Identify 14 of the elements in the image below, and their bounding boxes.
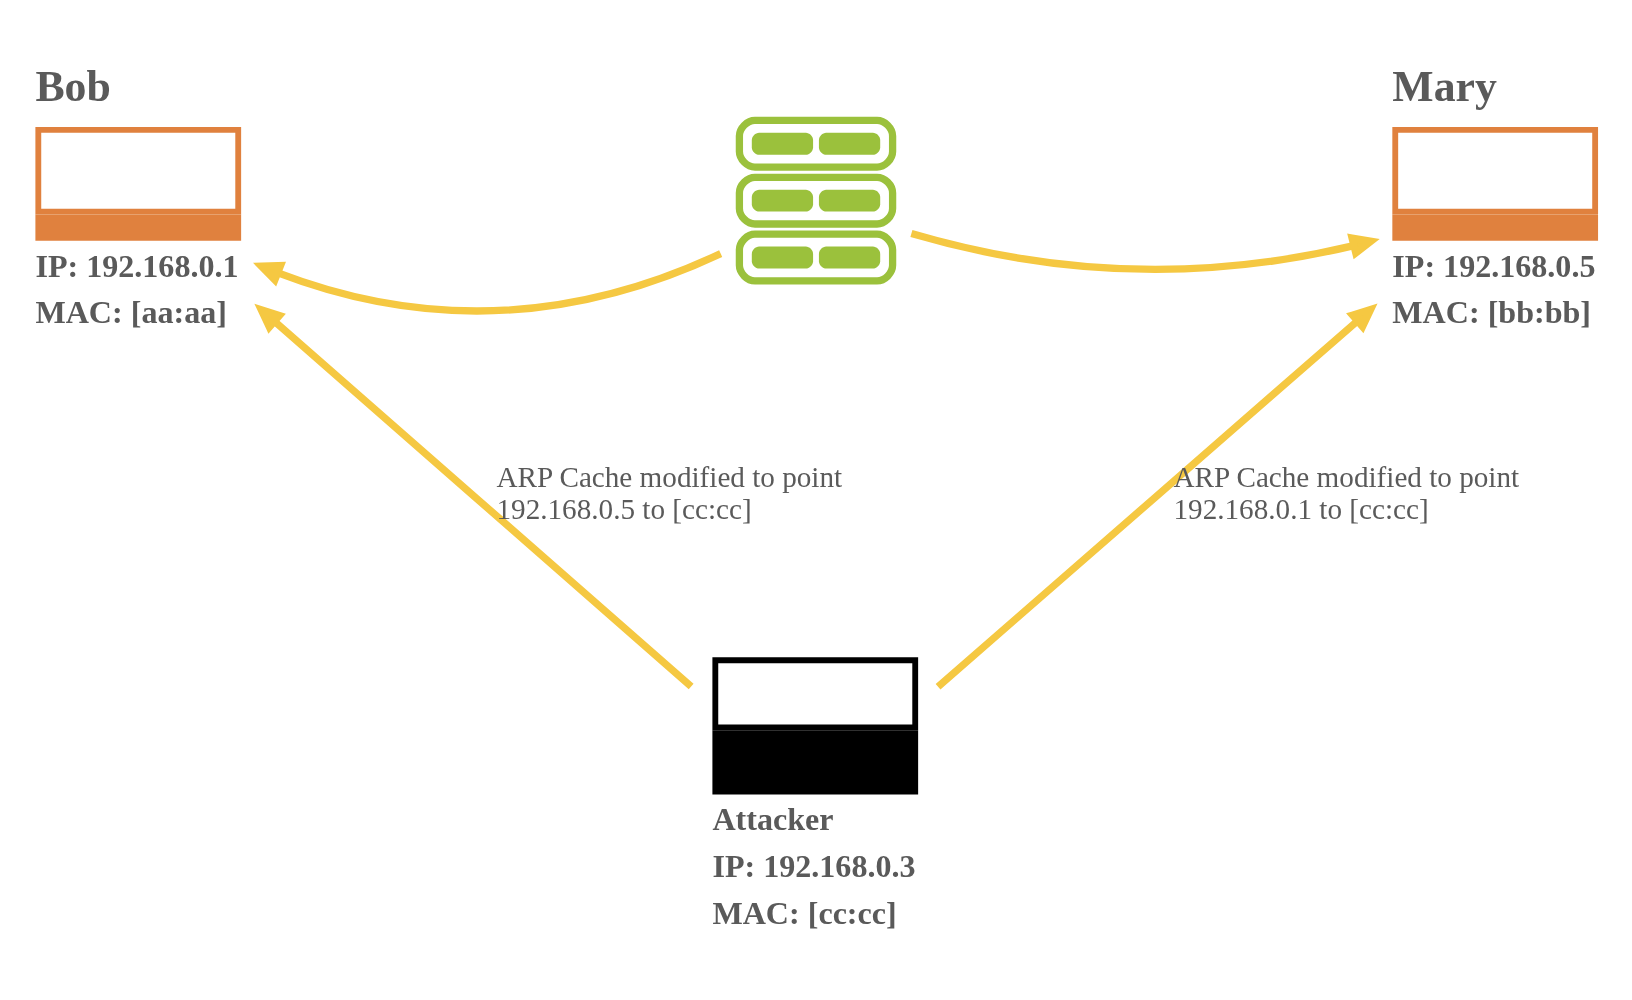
- node-label: Bob: [35, 61, 111, 110]
- arrow: [253, 249, 723, 314]
- node-label: MAC: [bb:bb]: [1392, 293, 1592, 330]
- node-label: IP: 192.168.0.5: [1392, 247, 1596, 284]
- edge-label: ARP Cache modified to point 192.168.0.5 to [cc:cc]: [496, 460, 843, 525]
- node-label: IP: 192.168.0.1: [35, 247, 239, 284]
- node-label: MAC: [aa:aa]: [35, 293, 227, 330]
- arrow: [935, 302, 1378, 689]
- arrow: [254, 303, 694, 689]
- node-label: IP: 192.168.0.3: [712, 847, 916, 884]
- node-label: Attacker: [712, 800, 834, 837]
- arrow: [910, 229, 1380, 273]
- node-label: Mary: [1392, 61, 1497, 110]
- node-label: MAC: [cc:cc]: [712, 894, 897, 931]
